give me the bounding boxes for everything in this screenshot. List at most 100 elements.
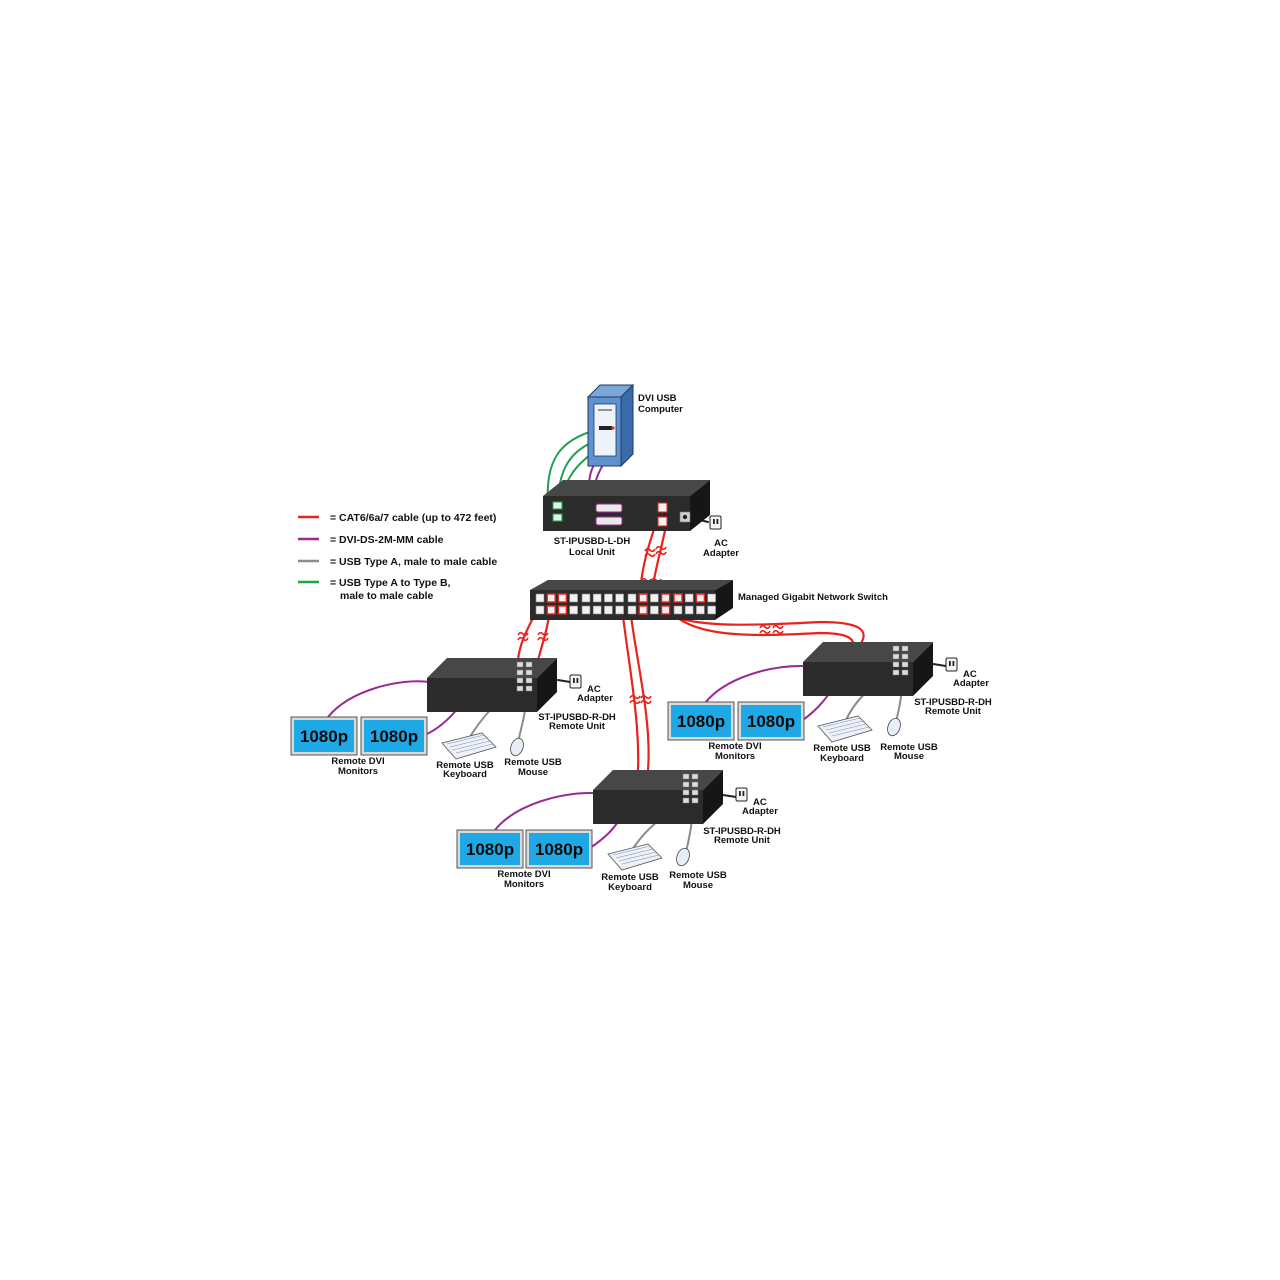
ac-adapter-remote-1-label-line1: AC: [587, 684, 601, 695]
keyboard-remote-1: Remote USB Keyboard: [436, 732, 497, 780]
legend-label-usb-ab-line2: male to male cable: [340, 590, 434, 602]
switch-port: [627, 605, 637, 615]
switch-port: [638, 605, 648, 615]
mouse-remote-1-label-line2: Mouse: [518, 767, 548, 778]
mouse-remote-3-label-line1: Remote USB: [669, 870, 727, 881]
switch-port: [684, 593, 694, 603]
cat6-switch-to-remote3-2: [628, 606, 650, 772]
switch-port: [546, 593, 556, 603]
legend-label-cat6: = CAT6/6a/7 cable (up to 472 feet): [330, 512, 496, 524]
legend-label-usb-ab-line1: = USB Type A to Type B,: [330, 577, 451, 589]
remote-unit-1-label-line2: Remote Unit: [549, 721, 606, 732]
ac-cord-remote2: [932, 663, 947, 667]
keyboard-remote-2-label-line2: Keyboard: [820, 753, 864, 764]
switch-port: [546, 605, 556, 615]
switch-port: [581, 605, 591, 615]
monitors-remote-3-label-line2: Monitors: [504, 879, 544, 890]
switch-port: [592, 593, 602, 603]
switch-port: [673, 605, 683, 615]
dvi-cable-remote1-a: [327, 680, 431, 718]
cat6-switch-to-remote3-1: [620, 606, 640, 772]
monitor-3a-resolution: 1080p: [466, 840, 514, 859]
remote-unit-3: ST-IPUSBD-R-DH Remote Unit: [592, 769, 781, 846]
switch-port: [650, 605, 659, 615]
remote-unit-3-label-line2: Remote Unit: [714, 835, 771, 846]
switch-port: [696, 605, 705, 615]
remote-unit-1-label-line1: ST-IPUSBD-R-DH: [538, 712, 616, 723]
ac-adapter-local-label-line1: AC: [714, 538, 728, 549]
keyboard-remote-3-label-line2: Keyboard: [608, 882, 652, 893]
switch-port: [684, 605, 694, 615]
keyboard-remote-3: Remote USB Keyboard: [601, 843, 663, 893]
monitor-3b: 1080p: [525, 829, 593, 869]
monitor-1b-resolution: 1080p: [370, 727, 418, 746]
ac-adapter-remote-3: AC Adapter: [735, 787, 778, 817]
remote-unit-2-label-line1: ST-IPUSBD-R-DH: [914, 697, 992, 708]
ac-adapter-remote-2: AC Adapter: [945, 657, 989, 689]
monitors-remote-2: 1080p 1080p Remote DVI Monitors: [667, 701, 805, 762]
switch-port: [581, 593, 591, 603]
local-unit-label-line1: ST-IPUSBD-L-DH: [554, 536, 631, 547]
ac-cord-remote1: [557, 679, 571, 683]
remote-unit-3-label-line1: ST-IPUSBD-R-DH: [703, 826, 781, 837]
monitors-remote-2-label-line2: Monitors: [715, 751, 755, 762]
switch-port: [660, 593, 671, 603]
ac-adapter-remote-2-label-line1: AC: [963, 669, 977, 680]
legend-item-cat6: = CAT6/6a/7 cable (up to 472 feet): [298, 512, 496, 524]
legend: = CAT6/6a/7 cable (up to 472 feet) = DVI…: [298, 512, 497, 602]
monitor-2b-resolution: 1080p: [747, 712, 795, 731]
monitor-3a: 1080p: [456, 829, 524, 869]
ac-adapter-remote-3-label-line1: AC: [753, 797, 767, 808]
cat6-switch-to-remote2-2: [666, 606, 855, 650]
monitor-2a: 1080p: [667, 701, 735, 741]
network-switch: Managed Gigabit Network Switch: [530, 580, 888, 620]
monitor-1a: 1080p: [290, 716, 358, 756]
switch-port: [650, 593, 659, 603]
keyboard-remote-1-label-line1: Remote USB: [436, 760, 494, 771]
monitor-2b: 1080p: [737, 701, 805, 741]
computer-label-line1: DVI USB: [638, 393, 677, 404]
keyboard-remote-2-label-line1: Remote USB: [813, 743, 871, 754]
legend-item-dvi: = DVI-DS-2M-MM cable: [298, 534, 444, 546]
monitor-1a-resolution: 1080p: [300, 727, 348, 746]
switch-port: [535, 593, 545, 603]
remote-unit-2-label-line2: Remote Unit: [925, 706, 982, 717]
switch-port: [673, 593, 683, 603]
mouse-remote-3-label-line2: Mouse: [683, 880, 713, 891]
usb-ab-cable-1: [546, 429, 597, 506]
monitor-1b: 1080p: [360, 716, 428, 756]
ac-cord-remote3: [722, 794, 737, 798]
legend-item-usb-ab: = USB Type A to Type B, male to male cab…: [298, 577, 451, 602]
legend-label-usb-a: = USB Type A, male to male cable: [330, 556, 497, 568]
monitor-3b-resolution: 1080p: [535, 840, 583, 859]
ac-adapter-local-label-line2: Adapter: [703, 548, 739, 559]
mouse-remote-1: Remote USB Mouse: [504, 736, 562, 778]
ac-adapter-local: AC Adapter: [703, 515, 739, 559]
switch-ports: [535, 593, 716, 615]
computer: DVI USB Computer: [586, 383, 683, 468]
remote-unit-1: ST-IPUSBD-R-DH Remote Unit: [426, 657, 616, 732]
switch-port: [615, 605, 624, 615]
keyboard-remote-1-label-line2: Keyboard: [443, 769, 487, 780]
ac-adapter-remote-3-label-line2: Adapter: [742, 806, 778, 817]
switch-port: [535, 605, 545, 615]
computer-label-line2: Computer: [638, 404, 683, 415]
switch-port: [707, 605, 716, 615]
ac-adapter-remote-2-label-line2: Adapter: [953, 678, 989, 689]
switch-port: [569, 593, 578, 603]
keyboard-remote-3-label-line1: Remote USB: [601, 872, 659, 883]
switch-port: [660, 605, 671, 615]
mouse-remote-2-label-line1: Remote USB: [880, 742, 938, 753]
switch-port: [557, 593, 568, 603]
monitors-remote-1-label-line2: Monitors: [338, 766, 378, 777]
switch-label: Managed Gigabit Network Switch: [738, 592, 888, 603]
remote-unit-2: ST-IPUSBD-R-DH Remote Unit: [802, 641, 992, 717]
switch-port: [569, 605, 578, 615]
switch-port: [604, 605, 613, 615]
monitors-remote-1: 1080p 1080p Remote DVI Monitors: [290, 716, 428, 777]
switch-port: [695, 593, 706, 603]
local-unit-label-line2: Local Unit: [569, 547, 616, 558]
local-unit: ST-IPUSBD-L-DH Local Unit: [543, 480, 710, 558]
dvi-cable-remote2-a: [704, 664, 806, 704]
